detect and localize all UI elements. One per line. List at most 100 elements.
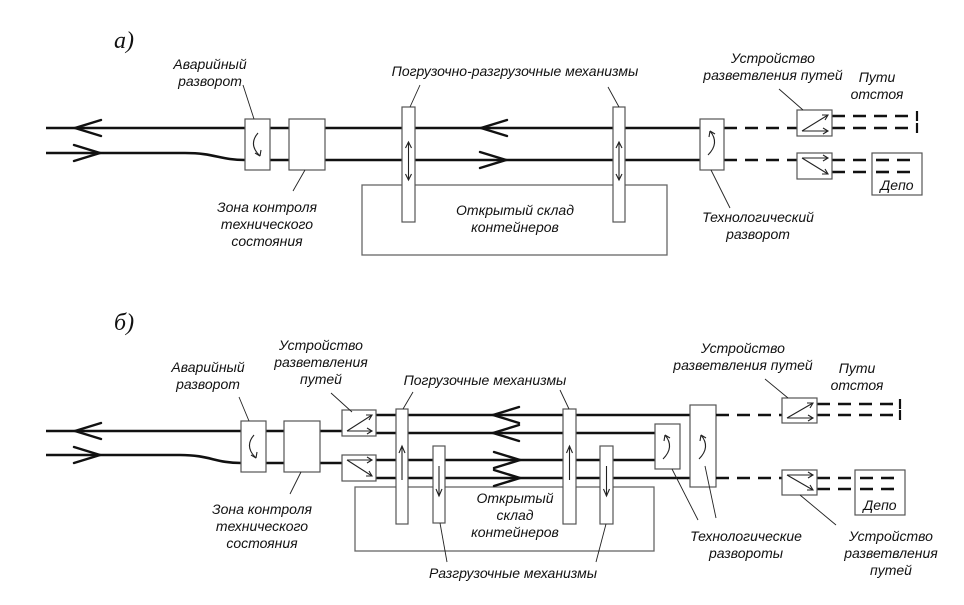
siding-tracks-label-line: Пути — [859, 69, 896, 85]
emergency-turnaround-label-line: Аварийный — [172, 56, 246, 72]
track-switch-device-left-lower-arrow-down-head — [366, 470, 373, 477]
direction-arrow-right-icon — [492, 468, 525, 488]
switch-device-left-label-line: разветвления — [273, 354, 368, 370]
control-zone-label-line: Зона контроля — [217, 199, 318, 215]
leader-line — [238, 396, 250, 422]
tech-turnarounds-label-line: развороты — [708, 545, 784, 561]
leader-line — [409, 84, 421, 108]
switch-device-bottom-label-line: Устройство — [848, 528, 933, 544]
unloading-mechanisms-label: Разгрузочные механизмы — [429, 565, 598, 581]
leader-line — [242, 84, 255, 120]
leader-line — [402, 391, 414, 410]
direction-arrow-left-icon — [488, 423, 521, 443]
control-zone-label-line: технического — [221, 216, 313, 232]
tech-turnaround-box — [699, 118, 725, 171]
warehouse-label-line: Открытый склад — [456, 202, 574, 218]
track-switch-device-left-upper-arrow-up — [346, 414, 373, 432]
track-switch-device-upper-arrow-up — [801, 114, 829, 132]
track-switch-device-left-lower-arrow-down — [346, 459, 373, 477]
switch-device-label-line: разветвления путей — [702, 67, 843, 83]
panel-label-a: а) — [114, 28, 134, 54]
turnaround-arrow-icon — [662, 434, 671, 460]
technical-control-zone-box — [288, 118, 326, 171]
panel-label-b: б) — [114, 310, 134, 336]
switch-device-top-label-line: разветвления путей — [672, 357, 813, 373]
switch-device-left-label-line: Устройство — [278, 337, 363, 353]
technical-control-zone-box — [283, 420, 321, 473]
track-switch-device-right-lower-arrow-down-head — [807, 484, 814, 491]
track-switch-device-right-lower-arrow-down — [786, 474, 814, 491]
track-switch-device-lower-arrow-down-head — [822, 168, 829, 175]
track-inbound — [46, 151, 700, 162]
tech-turnarounds-label-line: Технологические — [690, 528, 802, 544]
track-switch-device-right-lower-arrow-straight-head — [807, 471, 815, 479]
track-switch-device-left-upper-arrow-straight-head — [366, 427, 374, 435]
direction-arrow-left-icon — [488, 405, 521, 425]
leader-line — [595, 523, 607, 563]
bidirectional-arrow-icon-heads — [615, 140, 623, 182]
turnaround-arrow-icon-head — [699, 434, 707, 442]
warehouse-label-line: Открытый — [477, 490, 554, 506]
emergency-turnaround-box — [240, 420, 267, 473]
track-switch-device-left-lower-arrow-straight-head — [366, 456, 374, 464]
warehouse-label-line: контейнеров — [471, 219, 559, 235]
leader-line — [330, 392, 353, 413]
switch-device-label-line: Устройство — [730, 50, 815, 66]
track-switch-device-upper-arrow-straight-head — [822, 127, 830, 135]
tech-turnaround-label-line: Технологический — [702, 209, 814, 225]
control-zone-label-line: состояния — [231, 233, 303, 249]
emergency-turnaround-label-line: Аварийный — [170, 359, 244, 375]
warehouse-label-line: склад — [496, 507, 533, 523]
siding-tracks-label-line: отстоя — [851, 86, 904, 102]
emergency-turnaround-label-line: разворот — [177, 73, 242, 89]
control-zone-label-line: Зона контроля — [212, 501, 313, 517]
direction-arrow-right-icon — [72, 143, 105, 163]
track-switch-device-left-upper-arrow-up-head — [366, 414, 373, 421]
down-arrow-icon-head — [602, 488, 611, 498]
emergency-turnaround-box — [244, 118, 271, 171]
loading-mechanisms-label: Погрузочные механизмы — [404, 372, 567, 388]
siding-tracks-label-line: Пути — [839, 360, 876, 376]
depot-label: Депо — [878, 177, 913, 193]
track-switch-device-lower-arrow-straight-head — [822, 154, 830, 162]
up-arrow-icon-head — [398, 444, 406, 454]
leader-line — [671, 468, 699, 521]
siding-tracks-label-line: отстоя — [831, 377, 884, 393]
switch-device-top-label-line: Устройство — [700, 340, 785, 356]
switch-device-left-label-line: путей — [300, 371, 342, 387]
control-zone-label-line: состояния — [226, 535, 298, 551]
down-arrow-icon-head — [435, 488, 443, 498]
control-zone-label-line: технического — [216, 518, 308, 534]
tech-turnaround-inner-box — [654, 423, 681, 470]
direction-arrow-right-icon — [72, 445, 105, 465]
leader-line — [704, 465, 717, 519]
leader-line — [439, 522, 448, 563]
bidirectional-arrow-icon-heads — [405, 140, 412, 182]
up-arrow-icon-head — [565, 444, 574, 454]
turnaround-arrow-icon — [707, 130, 716, 156]
mechanisms-label: Погрузочно-разгрузочные механизмы — [392, 63, 639, 79]
direction-arrow-right-icon — [478, 150, 511, 170]
turnaround-arrow-icon-head — [663, 434, 671, 442]
direction-arrow-right-icon — [492, 450, 525, 470]
turnaround-arrow-icon — [252, 132, 261, 157]
turnaround-arrow-icon — [248, 434, 257, 459]
track-switch-device-right-upper-arrow-up-head — [807, 402, 814, 409]
direction-arrow-left-icon — [70, 421, 103, 441]
leader-line — [292, 169, 306, 192]
leader-line — [710, 169, 731, 209]
leader-line — [799, 494, 837, 526]
turnaround-arrow-icon — [698, 434, 707, 460]
direction-arrow-left-icon — [476, 118, 509, 138]
